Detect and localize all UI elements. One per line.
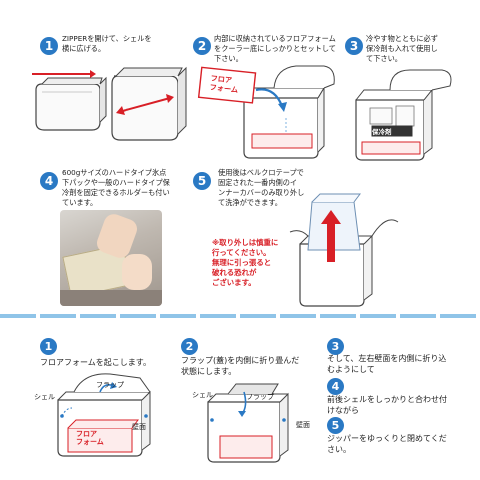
step-1-number: 1 — [40, 37, 58, 55]
ice-pack-label: 保冷剤 — [372, 128, 392, 136]
bottom-step-5-text: ジッパーをゆっくりと閉めてくだ さい。 — [327, 434, 447, 454]
bottom-step-4-number: 4 — [327, 378, 344, 395]
step-5-text: 使用後はベルクロテープで 固定された一番内側のイ ンナーカバーのみ取り外し て洗… — [218, 168, 305, 207]
flap-fold-illustration — [207, 383, 289, 463]
floor-form-insert-illustration — [197, 65, 335, 159]
bottom-step-2-text: フラップ(蓋)を内側に折り畳んだ 状態にします。 — [181, 356, 300, 376]
bottom-step-5-number: 5 — [327, 417, 344, 434]
bottom-step-1-text: フロアフォームを起こします。 — [40, 358, 151, 367]
floor-form-raise-illustration — [57, 373, 151, 457]
wall-label-2: 壁面 — [296, 421, 310, 429]
open-cooler-illustration — [32, 66, 187, 141]
bottom-step-3-text: そして、左右壁面を内側に折り込 むようにして — [327, 354, 447, 374]
bottom-step-2-number: 2 — [181, 338, 198, 355]
floor-form-card-label: フロア フォーム — [209, 73, 239, 94]
section-divider — [0, 314, 480, 318]
shell-label-1: シェル — [34, 393, 55, 401]
flap-label-2: フラップ — [246, 393, 274, 401]
ice-pack-holder-photo — [60, 210, 162, 306]
shell-label-2: シェル — [192, 391, 213, 399]
inner-cover-removal-illustration — [289, 193, 399, 307]
step-2-number: 2 — [193, 37, 211, 55]
bottom-step-4-text: 前後シェルをしっかりと合わせ付 けながら — [327, 395, 447, 415]
bottom-step-3-number: 3 — [327, 338, 344, 355]
ice-pack-cooler-illustration — [355, 69, 452, 161]
step-1-text: ZIPPERを開けて、シェルを 横に広げる。 — [62, 34, 152, 53]
floor-form-label-bottom: フロア フォーム — [76, 430, 104, 446]
step-3-text: 冷やす物とともに必ず 保冷剤も入れて使用し て下さい。 — [366, 34, 438, 63]
step-4-text: 600gサイズのハードタイプ氷点 下パックや一般のハードタイプ保 冷剤を固定でき… — [62, 168, 170, 207]
flap-label-1: フラップ — [96, 381, 124, 389]
step-2-text: 内部に収納されているフロアフォーム をクーラー底にしっかりとセットして 下さい。 — [214, 34, 336, 63]
step-5-number: 5 — [193, 172, 211, 190]
step-4-number: 4 — [40, 172, 58, 190]
wall-label-1: 壁面 — [132, 423, 146, 431]
removal-warning: ※取り外しは慎重に 行ってください。 無理に引っ張ると 破れる恐れが ございます… — [212, 238, 279, 287]
step-3-number: 3 — [345, 37, 363, 55]
bottom-step-1-number: 1 — [40, 338, 57, 355]
